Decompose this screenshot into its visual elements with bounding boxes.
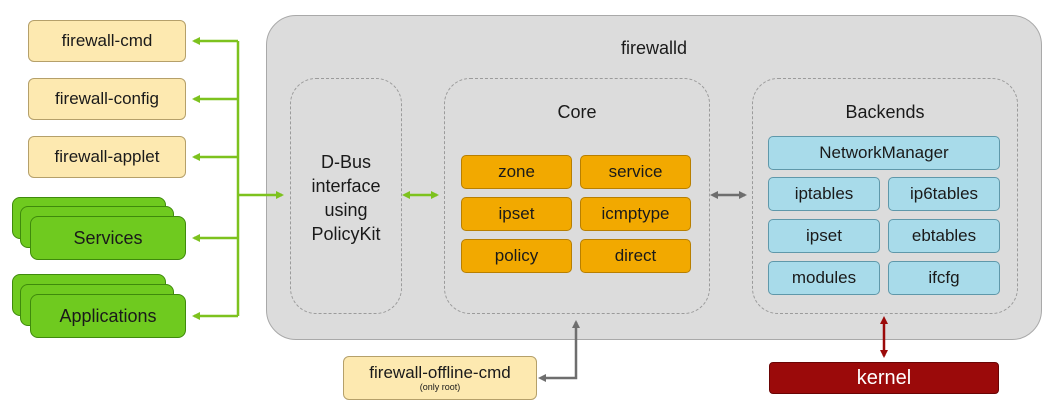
- core-service-label: service: [608, 162, 663, 181]
- backend-iptables-label: iptables: [794, 184, 854, 203]
- backends-title: Backends: [845, 102, 925, 122]
- firewall-offline-cmd-note: (only root): [419, 381, 461, 392]
- core-zone: zone: [461, 155, 572, 189]
- firewalld-title: firewalld: [620, 38, 688, 58]
- firewall-config-label: firewall-config: [55, 89, 159, 108]
- core-service: service: [580, 155, 691, 189]
- kernel-box: kernel: [769, 362, 999, 394]
- dbus-label: D-Bus interface using PolicyKit: [290, 150, 402, 246]
- dbus-line-1: D-Bus: [320, 152, 371, 172]
- core-icmptype-label: icmptype: [601, 204, 670, 223]
- core-ipset-label: ipset: [498, 204, 535, 223]
- backend-ipset: ipset: [768, 219, 880, 253]
- offline-core-arrow: [538, 320, 580, 382]
- firewall-applet-label: firewall-applet: [54, 147, 160, 166]
- backend-ifcfg-label: ifcfg: [928, 268, 960, 287]
- core-ipset: ipset: [461, 197, 572, 231]
- services-label: Services: [73, 227, 143, 248]
- firewall-cmd-box: firewall-cmd: [28, 20, 186, 62]
- firewall-offline-cmd-box: firewall-offline-cmd (only root): [343, 356, 537, 400]
- backend-ipset-label: ipset: [806, 226, 842, 245]
- backend-ifcfg: ifcfg: [888, 261, 1000, 295]
- core-direct: direct: [580, 239, 691, 273]
- dbus-line-2: interface: [311, 176, 381, 196]
- core-policy: policy: [461, 239, 572, 273]
- core-policy-label: policy: [494, 246, 539, 265]
- core-panel: [444, 78, 710, 314]
- core-zone-label: zone: [498, 162, 535, 181]
- backend-ebtables: ebtables: [888, 219, 1000, 253]
- backend-modules: modules: [768, 261, 880, 295]
- backends-panel: [752, 78, 1018, 314]
- backend-ebtables-label: ebtables: [911, 226, 977, 245]
- core-title: Core: [557, 102, 597, 122]
- firewall-applet-box: firewall-applet: [28, 136, 186, 178]
- backend-modules-label: modules: [791, 268, 857, 287]
- dbus-line-4: PolicyKit: [311, 224, 381, 244]
- backend-ip6tables: ip6tables: [888, 177, 1000, 211]
- core-icmptype: icmptype: [580, 197, 691, 231]
- dbus-panel: [290, 78, 402, 314]
- core-direct-label: direct: [614, 246, 657, 265]
- backend-networkmanager: NetworkManager: [768, 136, 1000, 170]
- applications-label: Applications: [59, 305, 157, 326]
- backend-networkmanager-label: NetworkManager: [819, 143, 949, 162]
- dbus-line-3: using: [324, 200, 368, 220]
- kernel-label: kernel: [856, 366, 912, 389]
- services-box: Services: [30, 216, 186, 260]
- green-bus: [192, 37, 284, 320]
- firewall-cmd-label: firewall-cmd: [61, 31, 153, 50]
- backend-ip6tables-label: ip6tables: [909, 184, 979, 203]
- applications-box: Applications: [30, 294, 186, 338]
- firewall-config-box: firewall-config: [28, 78, 186, 120]
- firewall-offline-cmd-label: firewall-offline-cmd: [369, 362, 511, 382]
- backend-iptables: iptables: [768, 177, 880, 211]
